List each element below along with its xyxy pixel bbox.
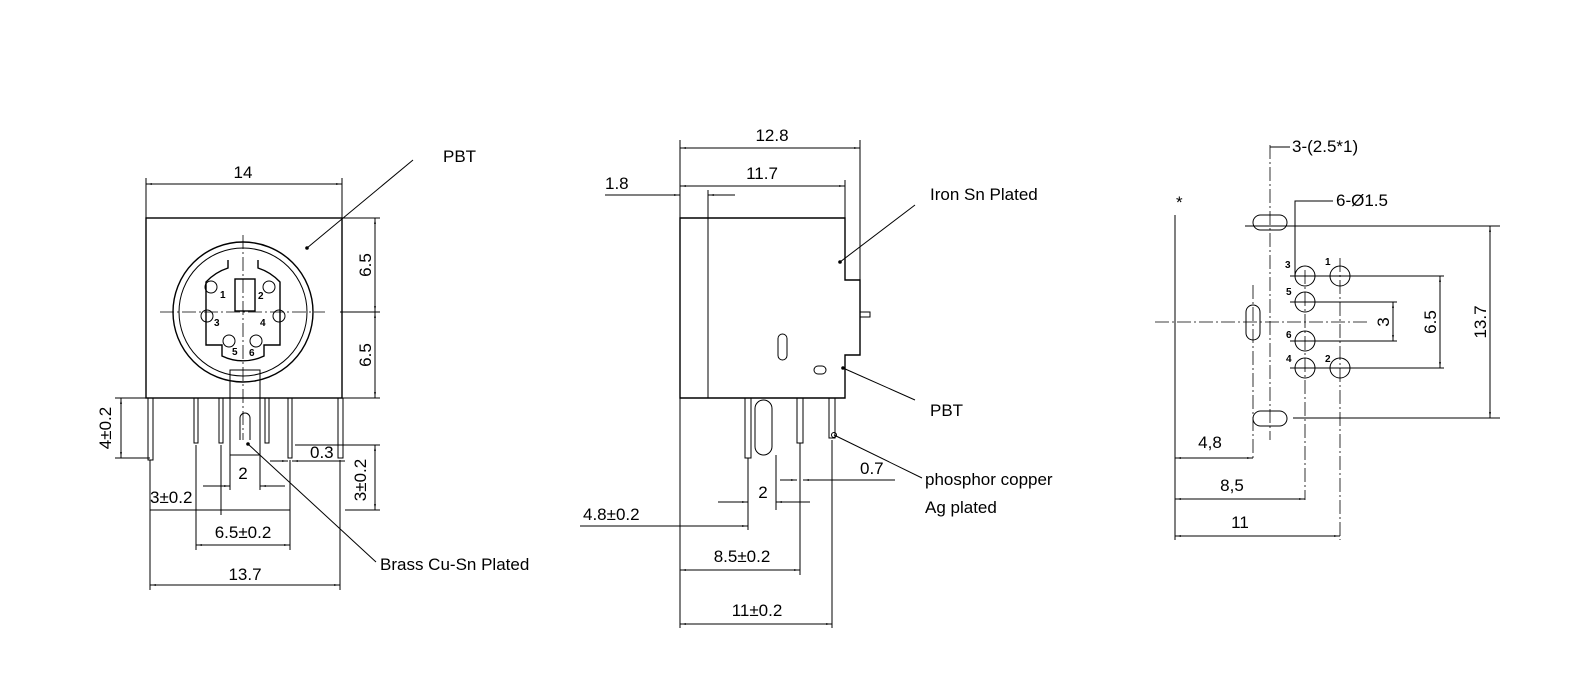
dim-pin-span: 6.5±0.2 [215,523,272,542]
dim-pin-height: 4±0.2 [96,407,115,449]
label-ag-plated: Ag plated [925,498,997,517]
label-pbt-front: PBT [443,147,476,166]
svg-text:4: 4 [260,318,266,329]
din-socket-insert [205,260,281,362]
svg-text:4: 4 [1286,354,1292,365]
ref-mark: * [1176,193,1183,212]
side-pins [744,397,836,459]
svg-text:1: 1 [220,290,226,301]
dim-side-pin-width: 0.7 [860,459,884,478]
dim-body-depth: 11.7 [746,164,778,183]
socket-pins: 1 2 3 4 5 6 [200,280,286,359]
label-holes: 6-Ø1.5 [1336,191,1388,210]
label-pbt-side: PBT [930,401,963,420]
side-view: 12.8 11.7 1.8 Iron Sn Plated PBT phospho… [580,126,1053,628]
dim-lower: 6.5 [356,343,375,367]
dim-pin-offset: 3±0.2 [150,488,192,507]
dim-base-width: 13.7 [228,565,261,584]
label-slots: 3-(2.5*1) [1292,137,1358,156]
dim-slot-span: 13.7 [1471,305,1490,338]
dim-front-depth: 1.8 [605,174,629,193]
dim-first-pin: 4.8±0.2 [583,505,640,524]
dim-shell-width: 2 [238,464,247,483]
pcb-pins [147,369,344,461]
pcb-footprint: * 13.7 3 1 5 6 4 2 6.5 3 3-(2.5*1) 6-Ø1.… [1155,137,1500,540]
label-phosphor: phosphor copper [925,470,1053,489]
dim-slot-offset: 4,8 [1198,433,1222,452]
dim-pin-width: 0.3 [310,443,334,462]
dim-second-pin: 8.5±0.2 [714,547,771,566]
dim-upper: 6.5 [356,253,375,277]
dim-outer-pitch: 6.5 [1421,310,1440,334]
dim-hole-row2: 11 [1231,513,1249,532]
dim-width: 14 [234,163,253,182]
svg-text:2: 2 [1325,354,1331,365]
svg-text:5: 5 [232,347,238,358]
dim-side-pitch: 2 [758,483,767,502]
dim-hole-row1: 8,5 [1220,476,1244,495]
svg-text:1: 1 [1325,257,1331,268]
svg-text:6: 6 [1286,330,1292,341]
dim-overall-depth: 12.8 [755,126,788,145]
front-body [145,217,343,399]
label-iron: Iron Sn Plated [930,185,1038,204]
label-brass: Brass Cu-Sn Plated [380,555,529,574]
svg-text:2: 2 [258,291,264,302]
svg-text:3: 3 [214,318,220,329]
svg-text:3: 3 [1285,260,1291,271]
dim-third-pin: 11±0.2 [732,601,783,620]
svg-text:6: 6 [249,348,255,359]
svg-text:5: 5 [1286,287,1292,298]
side-body [679,217,861,399]
dim-inner-pitch: 3 [1374,317,1393,326]
dim-shell-length: 3±0.2 [351,459,370,501]
front-view: 14 1 2 3 4 5 6 PBT 6.5 6.5 4±0.2 3±0.2 0… [96,147,529,590]
